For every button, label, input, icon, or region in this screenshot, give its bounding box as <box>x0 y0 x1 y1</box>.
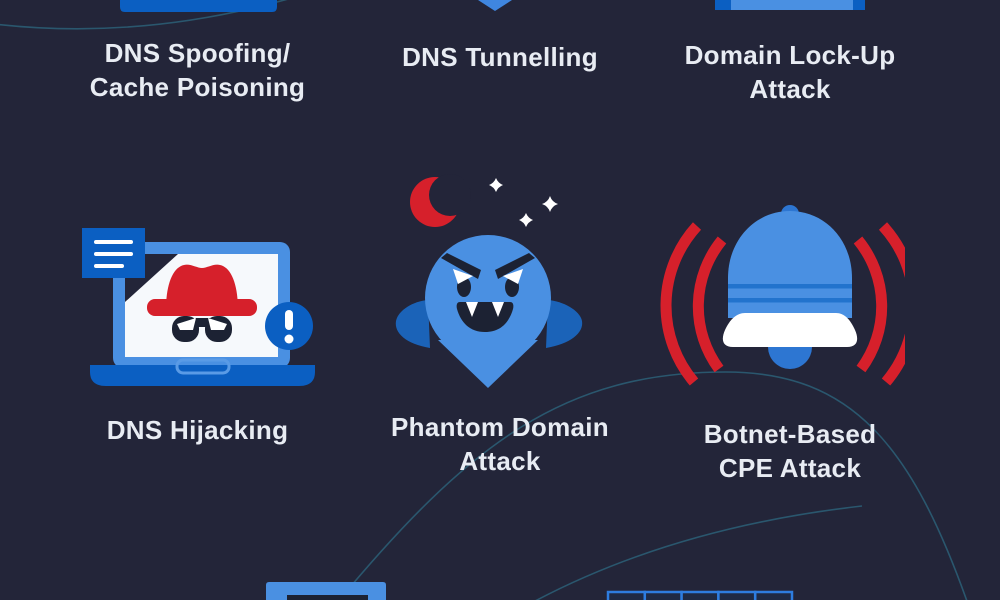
hacker-hat-brim <box>147 299 257 316</box>
hacker-laptop-icon <box>82 228 315 386</box>
arc-bottom-dome <box>338 371 968 600</box>
label-line: Cache Poisoning <box>89 72 306 102</box>
table-grid-fragment <box>606 590 794 600</box>
hacker-hat-crown <box>166 264 238 310</box>
stars-icon <box>489 178 558 227</box>
label-line: DNS Tunnelling <box>402 42 598 72</box>
phantom-ghost-pin-icon <box>395 174 583 388</box>
ghost-fins <box>395 300 583 348</box>
crescent-moon-icon <box>410 174 471 227</box>
label-domain-lock-up: Domain Lock-Up Attack <box>630 38 950 106</box>
label-dns-hijacking: DNS Hijacking <box>40 413 355 447</box>
lock-bar-fragment-icon <box>715 0 865 10</box>
label-phantom-domain: Phantom Domain Attack <box>340 410 660 478</box>
arc-bottom-right <box>535 505 863 600</box>
sound-waves <box>660 222 905 386</box>
label-dns-spoofing: DNS Spoofing/ Cache Poisoning <box>40 36 355 104</box>
pin-tip-fragment-icon <box>478 0 512 11</box>
label-dns-tunnelling: DNS Tunnelling <box>340 40 660 74</box>
label-line: DNS Hijacking <box>106 415 289 445</box>
alert-exclamation-icon <box>265 302 313 350</box>
hacker-mask <box>172 316 232 342</box>
laptop-notch <box>175 358 231 375</box>
ghost-face <box>441 253 535 332</box>
label-line: Phantom Domain <box>391 412 609 442</box>
label-botnet-cpe: Botnet-Based CPE Attack <box>630 417 950 485</box>
bell-body <box>722 205 858 369</box>
ringing-bell-icon <box>660 205 905 386</box>
laptop-base <box>90 365 315 386</box>
monitor-top-fragment <box>266 582 386 600</box>
menu-bubble-icon <box>82 228 145 278</box>
label-line: DNS Spoofing/ <box>104 38 291 68</box>
label-line: Attack <box>459 446 541 476</box>
label-line: Attack <box>749 74 831 104</box>
label-line: Domain Lock-Up <box>684 40 896 70</box>
label-line: Botnet-Based <box>703 419 877 449</box>
blue-bar-fragment-icon <box>120 0 277 12</box>
label-line: CPE Attack <box>718 453 862 483</box>
